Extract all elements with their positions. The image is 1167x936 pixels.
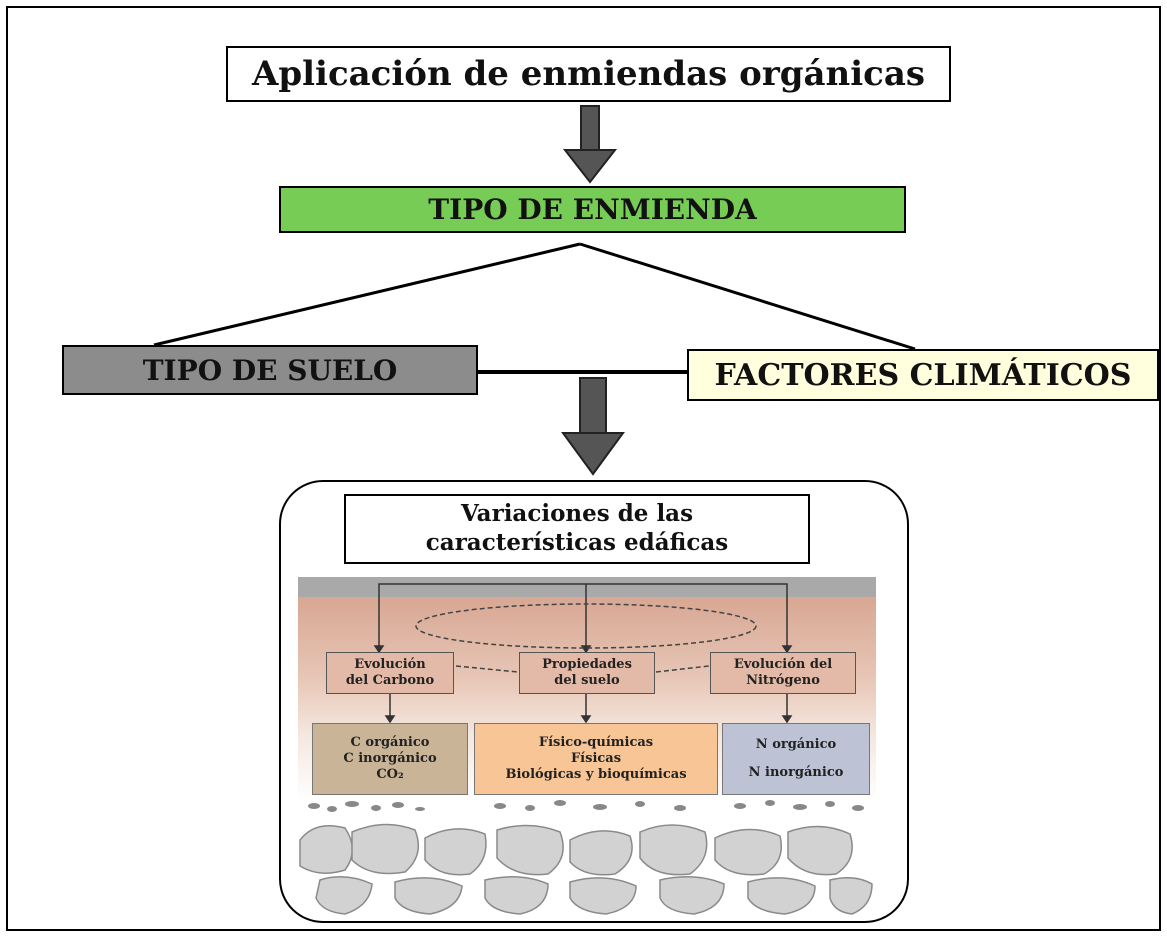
soil-properties-line-1: Propiedades: [542, 656, 632, 672]
amendment-type-box: TIPO DE ENMIENDA: [279, 186, 906, 233]
carbon-evolution-box: Evolución del Carbono: [326, 652, 454, 694]
nitrogen-evolution-line-1: Evolución del: [733, 656, 833, 672]
process-connectors: [373, 583, 793, 724]
properties-results-box: Físico-químicas Físicas Biológicas y bio…: [474, 723, 718, 795]
rock-layer: [299, 823, 873, 915]
climate-factors-label: FACTORES CLIMÁTICOS: [714, 357, 1132, 393]
carbon-result-co2: CO₂: [376, 767, 404, 783]
nitrogen-result-organic: N orgánico: [755, 736, 837, 752]
arrow-to-variations: [561, 377, 625, 476]
nitrogen-result-inorganic: N inorgánico: [748, 765, 844, 780]
interaction-loop: [415, 603, 757, 673]
properties-result-biological: Biológicas y bioquímicas: [505, 767, 687, 783]
surface-band: [298, 577, 876, 597]
carbon-result-organic: C orgánico: [350, 734, 430, 750]
variations-line-1: Variaciones de las: [460, 500, 694, 528]
carbon-evolution-line-2: del Carbono: [345, 673, 435, 688]
arrow-title-to-type: [562, 105, 618, 184]
soil-properties-line-2: del suelo: [554, 673, 620, 688]
diagram-frame: [6, 6, 1161, 931]
pebble-band: [308, 800, 864, 812]
nitrogen-evolution-line-2: Nitrógeno: [746, 673, 820, 688]
title-box: Aplicación de enmiendas orgánicas: [226, 46, 951, 102]
nitrogen-evolution-box: Evolución del Nitrógeno: [710, 652, 856, 694]
soil-properties-box: Propiedades del suelo: [519, 652, 655, 694]
carbon-results-box: C orgánico C inorgánico CO₂: [312, 723, 468, 795]
branch-to-climate: [579, 242, 916, 351]
carbon-evolution-line-1: Evolución: [354, 656, 426, 672]
carbon-result-inorganic: C inorgánico: [343, 750, 437, 766]
amendment-type-label: TIPO DE ENMIENDA: [428, 193, 757, 226]
nitrogen-results-box: N orgánico N inorgánico: [722, 723, 870, 795]
soil-type-label: TIPO DE SUELO: [142, 353, 398, 387]
title-label: Aplicación de enmiendas orgánicas: [251, 54, 926, 94]
properties-result-physical: Físicas: [570, 750, 622, 766]
variations-box: Variaciones de las características edáfi…: [344, 494, 810, 564]
soil-type-box: TIPO DE SUELO: [62, 345, 478, 395]
branch-to-soil: [153, 242, 581, 347]
variations-line-2: características edáficas: [425, 529, 729, 556]
properties-result-physicochemical: Físico-químicas: [538, 734, 654, 750]
climate-factors-box: FACTORES CLIMÁTICOS: [687, 349, 1159, 401]
